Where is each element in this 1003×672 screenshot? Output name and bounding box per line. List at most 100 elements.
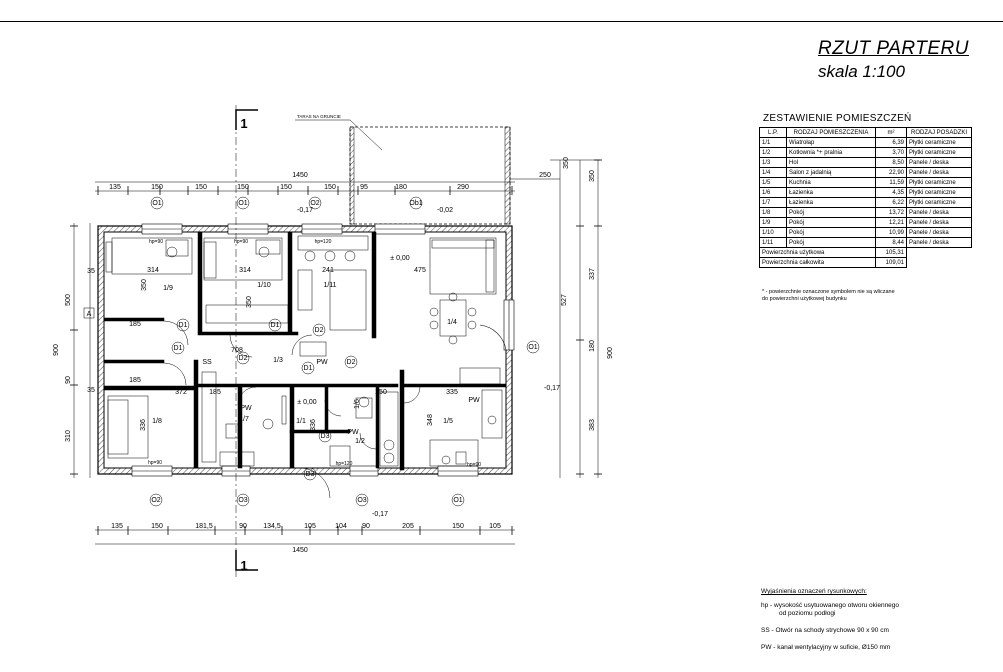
total-area-row: Powierzchnia całkowita 109,01: [759, 257, 972, 268]
legend-hp-line1: hp - wysokość usytuowanego otworu okienn…: [761, 602, 900, 609]
cell-lp: 1/9: [759, 217, 787, 228]
dim-top-7: 180: [395, 184, 407, 191]
dim-bottom-10: 105: [489, 523, 501, 530]
door-label-8: D2: [315, 327, 324, 334]
usable-value: 105,31: [875, 247, 907, 258]
dim-bottom-3: 90: [239, 523, 247, 530]
dim-bottom-total: 1450: [292, 547, 308, 554]
dim-bottom-6: 104: [335, 523, 347, 530]
cell-room: Pokój: [786, 237, 876, 248]
room-dim-0: 314: [147, 267, 159, 274]
cell-floor: Panele / deska: [906, 217, 972, 228]
hp-label-0: hp=90: [149, 239, 163, 245]
schedule-note: * - powierzchnie oznaczone symbolem nie …: [762, 289, 895, 302]
dim-bottom-2: 181,5: [195, 523, 213, 530]
hp-label-2: hp=120: [315, 239, 332, 245]
cell-lp: 1/6: [759, 187, 787, 198]
schedule-title: ZESTAWIENIE POMIESZCZEŃ: [763, 113, 912, 124]
room-1-2: 1/2: [355, 438, 365, 445]
dim-top-4: 150: [280, 184, 292, 191]
room-1-4: 1/4: [447, 319, 457, 326]
dim-bottom-9: 150: [452, 523, 464, 530]
dim-top-9: 250: [539, 172, 551, 179]
cell-area: 13,72: [875, 207, 907, 218]
room-dim-13: 336: [310, 419, 317, 431]
room-dim-2: 241: [322, 267, 334, 274]
dim-right-6: 383: [589, 419, 596, 431]
room-dim-3: 475: [414, 267, 426, 274]
usable-label: Powierzchnia użytkowa: [759, 247, 876, 258]
top-border-line: [0, 21, 1003, 22]
header-room: RODZAJ POMIESZCZENIA: [786, 127, 876, 138]
room-dim-10: 335: [446, 389, 458, 396]
level-1: ± 0,00: [297, 399, 317, 406]
total-label: Powierzchnia całkowita: [759, 257, 876, 268]
dim-left-3: 310: [65, 430, 72, 442]
door-label-5: D3: [321, 433, 330, 440]
dim-left-2: 90: [65, 376, 72, 384]
cell-lp: 1/4: [759, 167, 787, 178]
cell-floor: Płytki ceramiczne: [906, 137, 972, 148]
outer-walls: [97, 225, 513, 475]
cell-room: Pokój: [786, 227, 876, 238]
dim-top-8: 290: [457, 184, 469, 191]
floor-plan: TARAS NA GRUNCIE: [53, 105, 614, 578]
cell-lp: 1/8: [759, 207, 787, 218]
room-dim-4: 350: [141, 279, 148, 291]
cell-area: 8,44: [875, 237, 907, 248]
dim-right-4: 900: [607, 347, 614, 359]
cell-floor: Płytki ceramiczne: [906, 187, 972, 198]
header-area: m²: [875, 127, 907, 138]
door-label-0: D1: [179, 322, 188, 329]
cell-area: 6,39: [875, 137, 907, 148]
window-label-8: Ob1: [409, 200, 422, 207]
room-dim-1: 314: [239, 267, 251, 274]
legend-ss: SS - Otwór na schody strychowe 90 x 90 c…: [761, 627, 889, 634]
terrace-label: TARAS NA GRUNCIE: [297, 114, 341, 119]
dim-top-5: 150: [324, 184, 336, 191]
legend-hp-line2: od poziomu podłogi: [779, 610, 836, 617]
dim-top-3: 150: [237, 184, 249, 191]
label-circles: [149, 196, 540, 507]
dimension-ticks: [70, 159, 602, 535]
cell-room: Pokój: [786, 217, 876, 228]
cell-floor: Płytki ceramiczne: [906, 177, 972, 188]
dim-right-5: 180: [589, 340, 596, 352]
cell-lp: 1/2: [759, 147, 787, 158]
hp-label-1: hp=90: [234, 239, 248, 245]
dimension-lines: [73, 159, 600, 545]
hp-label-5: hp=90: [467, 462, 481, 468]
door-label-3: D2: [239, 355, 248, 362]
window-label-6: O1: [453, 497, 462, 504]
dim-bottom-0: 135: [111, 523, 123, 530]
room-1-11: 1/11: [323, 282, 336, 289]
cell-room: Kotłownia *+ pralnia: [786, 147, 876, 158]
interior-walls: [103, 231, 507, 471]
dim-right-0: 350: [563, 157, 570, 169]
cell-lp: 1/1: [759, 137, 787, 148]
pw-label-1: PW: [316, 359, 328, 366]
drawing-title: RZUT PARTERU: [818, 38, 969, 59]
section-label-top: 1: [240, 116, 247, 131]
dim-bottom-8: 205: [402, 523, 414, 530]
level-5: -0,17: [372, 511, 388, 518]
room-1-6: 1/6: [354, 399, 361, 409]
dim-left-1: 900: [53, 344, 60, 356]
plan-labels: 1450 135 150 150 150 150 150 95 180 290 …: [53, 116, 614, 573]
ss-label: SS: [202, 359, 212, 366]
dim-right-3: 527: [561, 294, 568, 306]
room-dim-14: 348: [427, 414, 434, 426]
room-dim-12: 336: [140, 419, 147, 431]
room-dim-15: 708: [231, 347, 243, 354]
cell-floor: Panele / deska: [906, 167, 972, 178]
dim-top-0: 135: [109, 184, 121, 191]
header-lp: L.P.: [759, 127, 787, 138]
dim-top-6: 95: [360, 184, 368, 191]
cell-room: Kuchnia: [786, 177, 876, 188]
dim-bottom-5: 105: [304, 523, 316, 530]
section-line: [235, 105, 258, 578]
room-schedule-table: L.P. RODZAJ POMIESZCZENIA m² RODZAJ POSA…: [759, 127, 972, 268]
